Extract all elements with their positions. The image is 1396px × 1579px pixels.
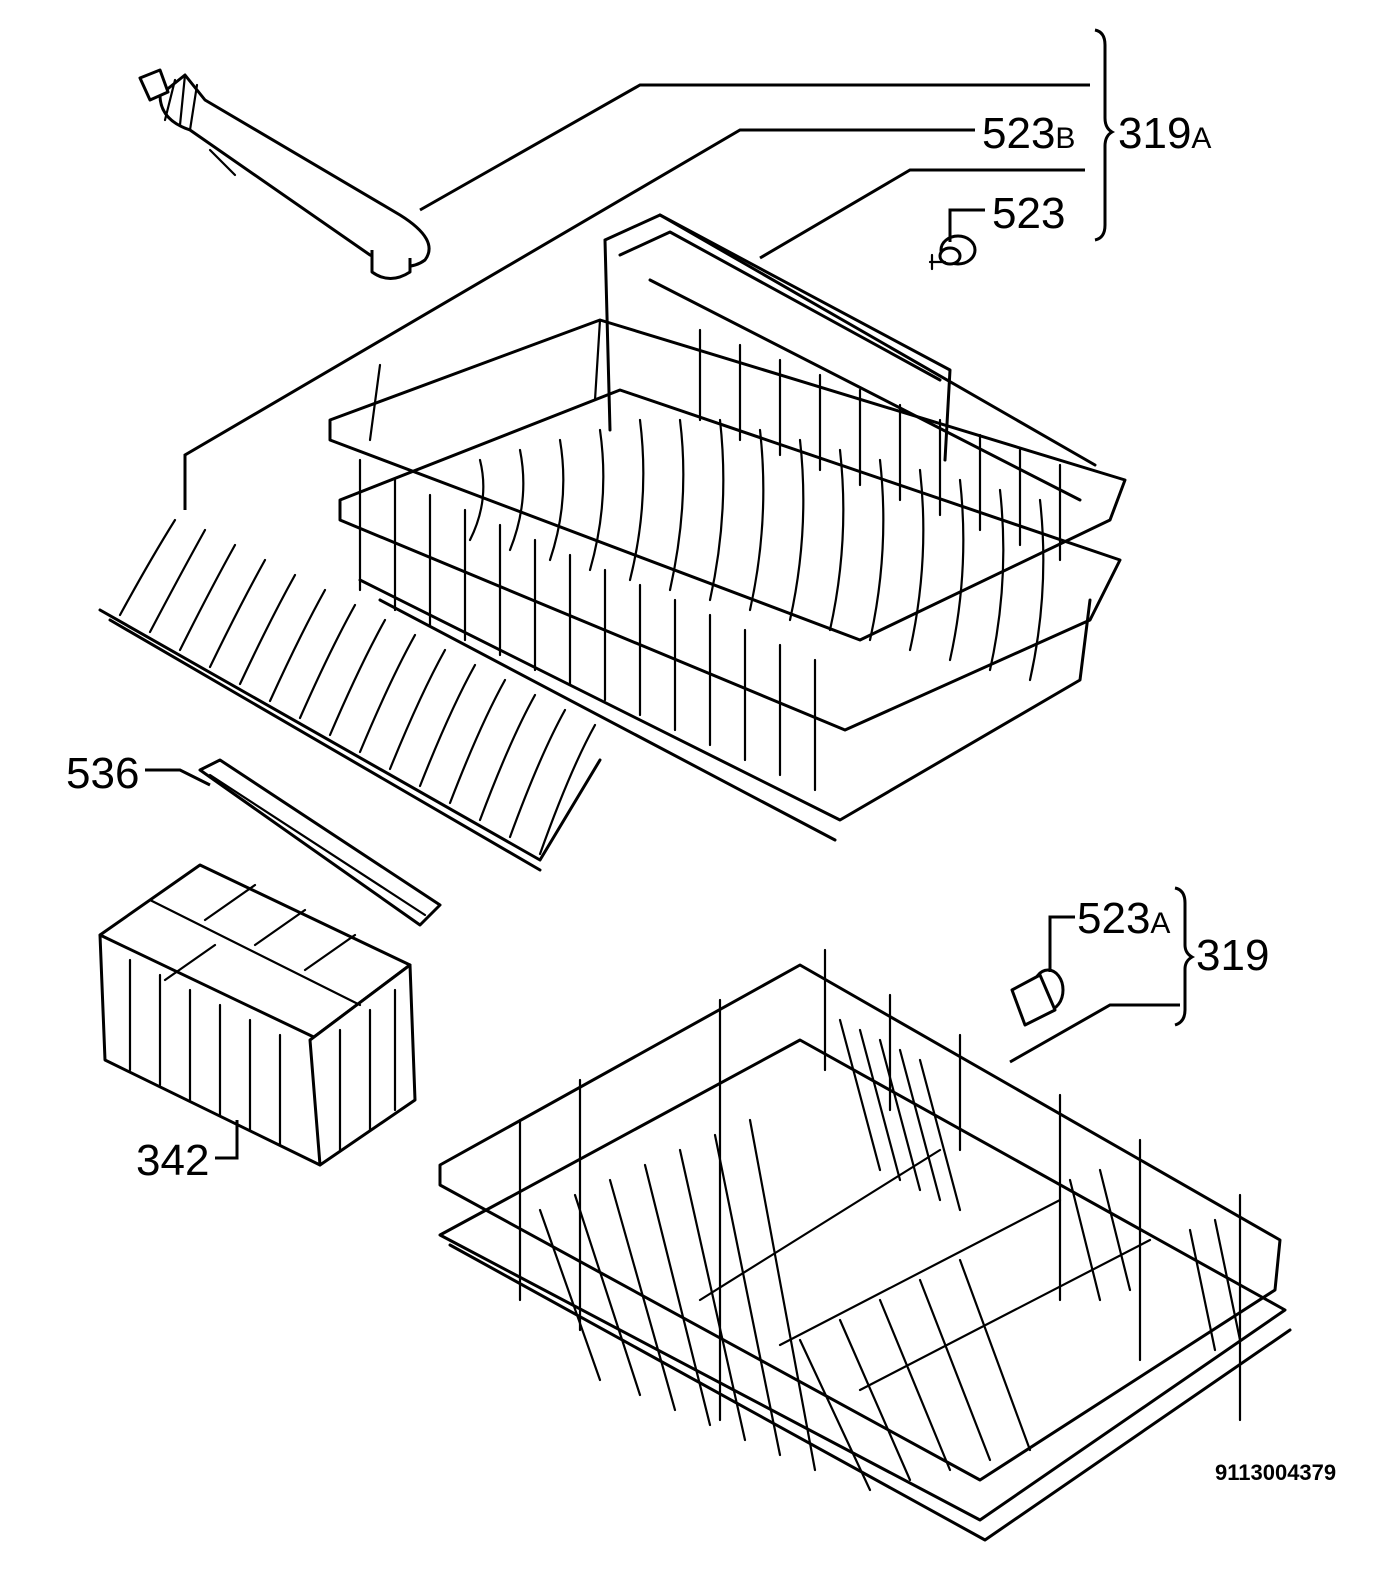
cutlery-basket-part [98, 863, 417, 1167]
label-536: 536 [66, 749, 139, 798]
upper-basket-part [328, 213, 1127, 842]
wheel-lower-part [1010, 968, 1065, 1027]
label-319: 319 [1196, 931, 1269, 980]
label-523b-number: 523 [982, 109, 1055, 158]
label-523a: 523A [1077, 894, 1170, 943]
grille-part [198, 758, 442, 927]
spray-arm-part [138, 68, 431, 280]
leader-lines [145, 28, 1196, 1160]
label-342: 342 [136, 1136, 209, 1185]
label-319a-number: 319 [1118, 109, 1191, 158]
label-319a: 319A [1118, 109, 1211, 158]
folding-rack-part [98, 518, 602, 872]
wheel-upper-part [928, 234, 977, 271]
label-319a-suffix: A [1191, 122, 1211, 155]
label-523-upper: 523 [992, 189, 1065, 238]
label-523a-number: 523 [1077, 894, 1150, 943]
label-523b-suffix: B [1055, 122, 1075, 155]
document-number: 9113004379 [1215, 1460, 1336, 1485]
label-523b: 523B [982, 109, 1075, 158]
lower-basket-part [438, 948, 1292, 1542]
label-523a-suffix: A [1150, 907, 1170, 940]
